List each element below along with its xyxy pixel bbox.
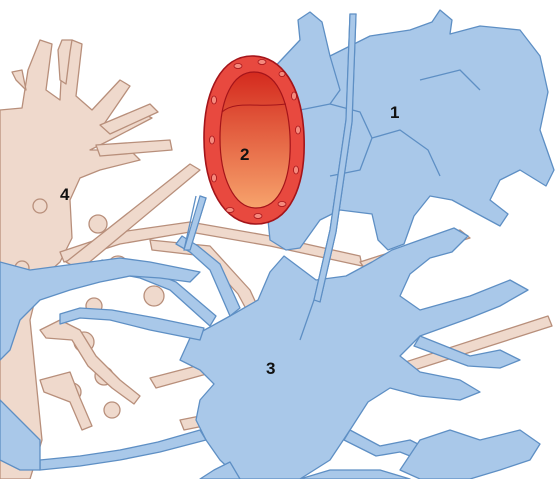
label-4: 4 [60, 185, 70, 204]
blood-vessel-2 [204, 56, 304, 224]
label-2: 2 [240, 145, 249, 164]
label-3: 3 [266, 359, 275, 378]
label-1: 1 [390, 103, 399, 122]
vessel-lumen [220, 72, 290, 208]
